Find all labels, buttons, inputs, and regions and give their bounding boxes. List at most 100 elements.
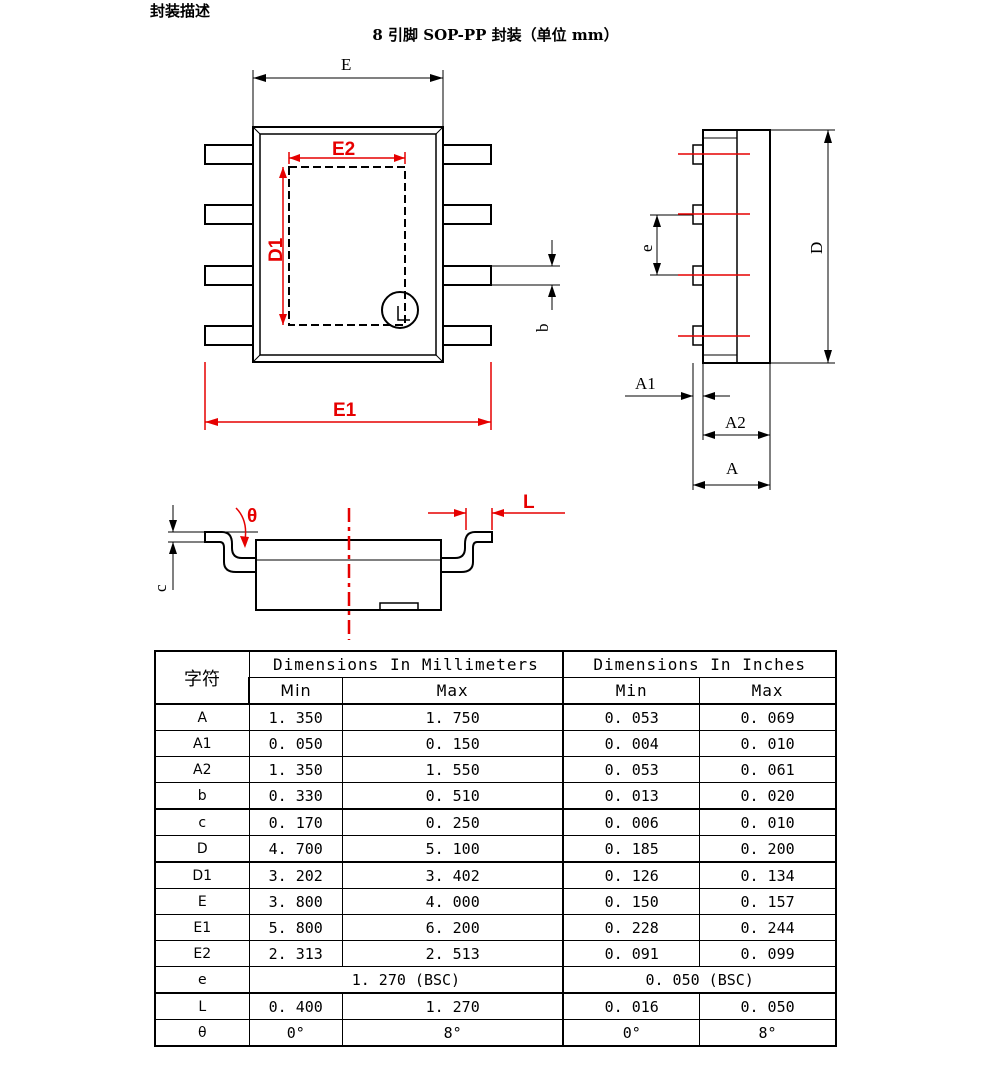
mm-max: 1. 270	[342, 992, 565, 1020]
mm-min: 1. 350	[248, 703, 343, 731]
in-max: 0. 157	[699, 888, 838, 915]
in-max: 0. 050	[699, 992, 838, 1020]
in-max: 0. 010	[699, 730, 838, 757]
row-symbol: A2	[154, 756, 250, 783]
inch-header: Dimensions In Inches	[562, 650, 837, 678]
row-symbol: E1	[154, 914, 250, 941]
in-min: 0. 053	[562, 703, 701, 731]
row-symbol: A1	[154, 730, 250, 757]
in-min: 0°	[562, 1019, 701, 1047]
label-e: e	[637, 244, 656, 252]
in-min-header: Min	[562, 677, 701, 705]
row-symbol: A	[154, 703, 250, 731]
in-min: 0. 228	[562, 914, 701, 941]
symbol-header: 字符	[154, 650, 250, 705]
in-max: 0. 061	[699, 756, 838, 783]
mm-max: 0. 250	[342, 808, 565, 836]
table-header-row: 字符 Dimensions In Millimeters Dimensions …	[154, 650, 837, 705]
row-symbol: e	[154, 966, 250, 994]
mm-header: Dimensions In Millimeters	[248, 650, 565, 678]
row-symbol: θ	[154, 1019, 250, 1047]
row-symbol: c	[154, 808, 250, 836]
front-view-red-dims	[235, 507, 565, 640]
mm-max: 0. 510	[342, 782, 565, 810]
mm-max: 8°	[342, 1019, 565, 1047]
mm-min: 1. 350	[248, 756, 343, 783]
in-max: 0. 244	[699, 914, 838, 941]
mm-min: 5. 800	[248, 914, 343, 941]
table-subheader-row: Min Max Min Max	[155, 677, 838, 705]
in-min: 0. 004	[562, 730, 701, 757]
row-symbol: b	[154, 782, 250, 810]
in-max: 0. 069	[699, 703, 838, 731]
row-symbol: D	[154, 835, 250, 863]
mm-min: 4. 700	[248, 835, 343, 863]
in-min: 0. 016	[562, 992, 701, 1020]
label-D1: D1	[266, 237, 287, 262]
in-max: 0. 010	[699, 808, 838, 836]
label-E: E	[341, 55, 351, 74]
in-min: 0. 150	[562, 888, 701, 915]
dimensions-table: 字符 Dimensions In Millimeters Dimensions …	[154, 650, 838, 1047]
mm-max: 4. 000	[342, 888, 565, 915]
label-c: c	[151, 584, 170, 592]
in-max: 0. 200	[699, 835, 838, 863]
mm-max: 1. 750	[342, 703, 565, 731]
in-max: 0. 020	[699, 782, 838, 810]
mm-max: 2. 513	[342, 940, 565, 967]
in-min: 0. 091	[562, 940, 701, 967]
mm-max: 3. 402	[342, 861, 565, 889]
row-symbol: E	[154, 888, 250, 915]
mm-max: 0. 150	[342, 730, 565, 757]
label-L: L	[523, 492, 535, 513]
in-max: 0. 134	[699, 861, 838, 889]
side-view	[625, 129, 835, 490]
mm-min: 0. 330	[248, 782, 343, 810]
package-drawing: E E2 D1 E1 b	[151, 55, 835, 640]
label-A2: A2	[725, 413, 746, 432]
row-symbol: D1	[154, 861, 250, 889]
in-min: 0. 185	[562, 835, 701, 863]
mm-bsc: 1. 270 (BSC)	[248, 966, 565, 994]
label-E1: E1	[333, 400, 357, 421]
mm-max: 1. 550	[342, 756, 565, 783]
mm-min-header: Min	[248, 677, 343, 705]
in-min: 0. 053	[562, 756, 701, 783]
mm-min: 0. 400	[248, 992, 343, 1020]
in-bsc: 0. 050 (BSC)	[562, 966, 837, 994]
mm-min: 0°	[248, 1019, 343, 1047]
label-b: b	[533, 324, 552, 333]
front-view	[168, 505, 493, 611]
package-title: 8 引脚 SOP-PP 封装（单位 mm）	[372, 26, 619, 44]
mm-max: 5. 100	[342, 835, 565, 863]
in-min: 0. 126	[562, 861, 701, 889]
in-min: 0. 013	[562, 782, 701, 810]
label-D: D	[807, 242, 826, 254]
row-symbol: L	[154, 992, 250, 1020]
row-symbol: E2	[154, 940, 250, 967]
top-view	[204, 70, 560, 363]
mm-max-header: Max	[342, 677, 565, 705]
section-heading: 封装描述	[150, 2, 211, 20]
in-max: 8°	[699, 1019, 838, 1047]
mm-min: 0. 050	[248, 730, 343, 757]
top-view-red-dims	[204, 152, 492, 430]
mm-min: 3. 202	[248, 861, 343, 889]
label-A: A	[726, 459, 739, 478]
side-view-red-centerlines	[678, 153, 750, 337]
label-A1: A1	[635, 374, 656, 393]
in-max: 0. 099	[699, 940, 838, 967]
label-theta: θ	[247, 506, 257, 527]
